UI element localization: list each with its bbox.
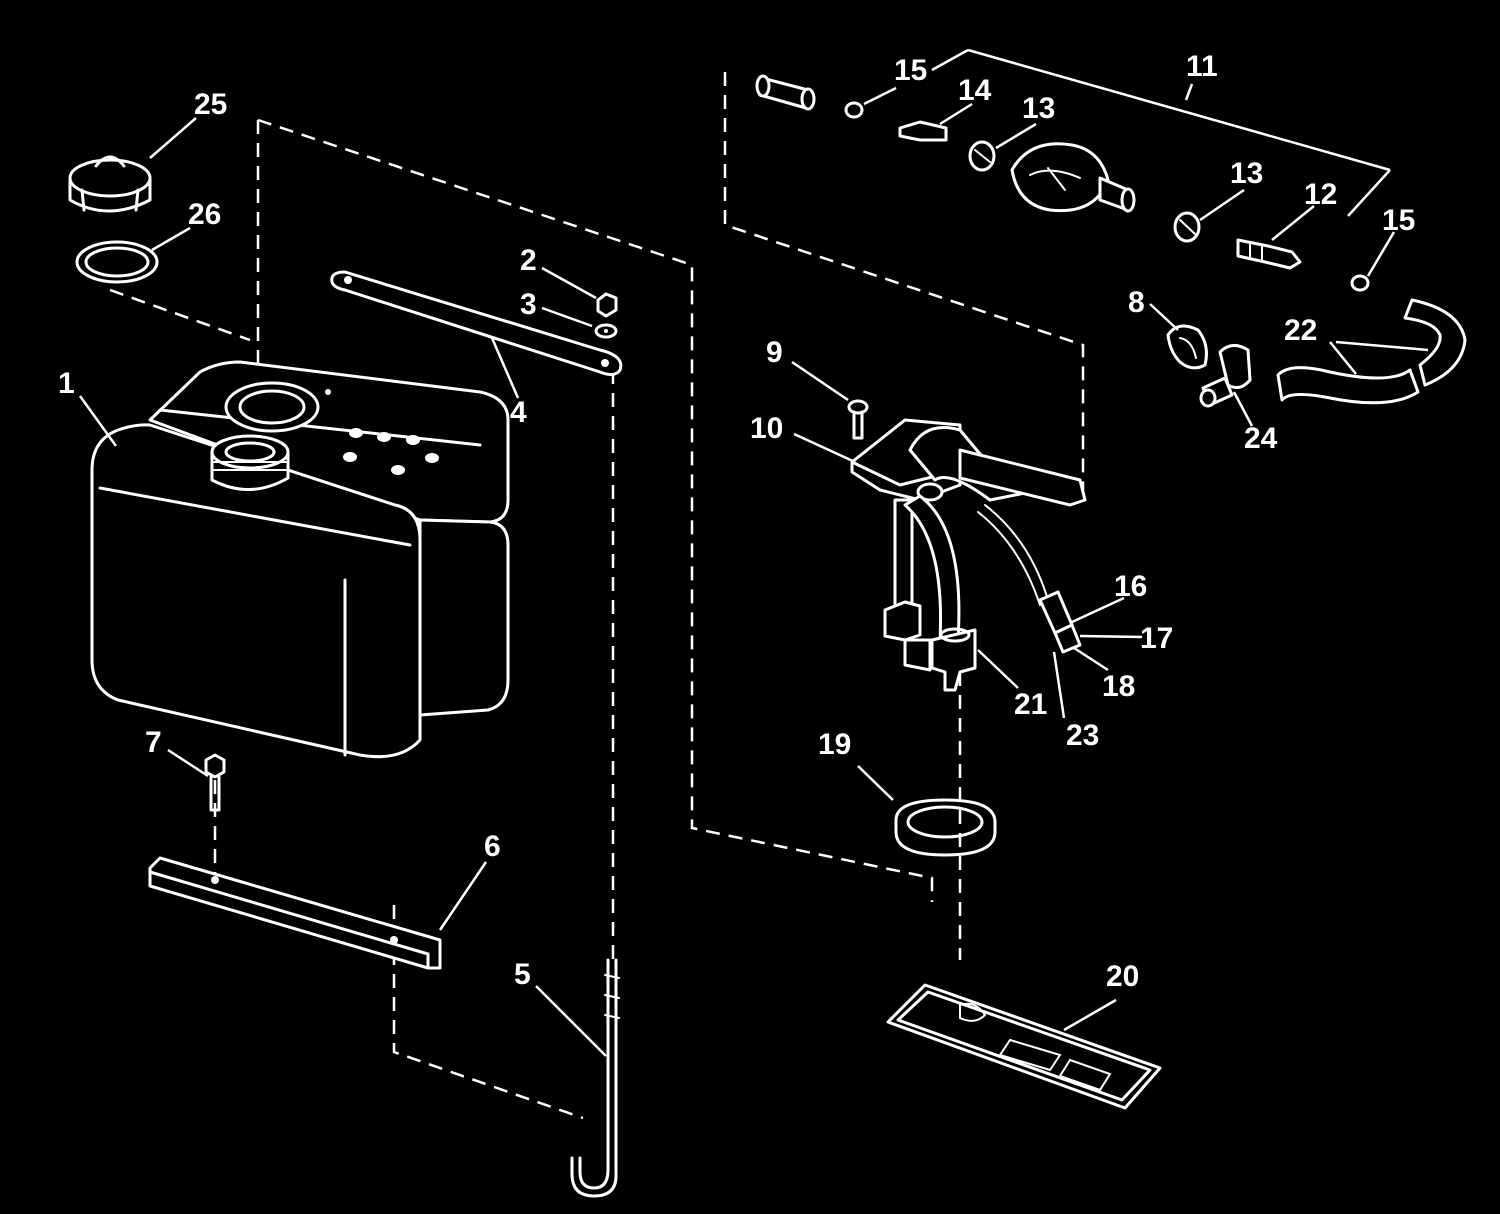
hold-down-strap: [330, 270, 623, 377]
callout-17: 17: [1140, 622, 1173, 655]
hose-clamp: [1166, 324, 1208, 370]
nut-and-washer: [594, 292, 618, 339]
callout-18: 18: [1102, 670, 1135, 703]
cap-gasket: [75, 240, 159, 284]
pickup-screw: [847, 399, 869, 440]
j-bolt: [570, 958, 620, 1198]
filler-cap: [68, 155, 152, 213]
mounting-bracket: [148, 856, 442, 970]
callout-20: 20: [1106, 960, 1139, 993]
callout-13a: 13: [1022, 92, 1055, 125]
fuel-hose: [1276, 298, 1467, 405]
callout-26: 26: [188, 198, 221, 231]
fuel-pickup-assembly: [850, 418, 1087, 692]
callout-6: 6: [484, 830, 501, 863]
callout-21: 21: [1014, 688, 1047, 721]
fuel-tank: [90, 360, 510, 759]
callout-11: 11: [1186, 50, 1218, 83]
callout-14: 14: [958, 74, 992, 107]
callout-3: 3: [520, 288, 537, 321]
callout-4: 4: [510, 396, 527, 429]
pickup-filter-plate: [886, 983, 1162, 1110]
callout-23: 23: [1066, 719, 1099, 752]
leader-lines: [78, 48, 1429, 1057]
callout-15b: 15: [1382, 204, 1415, 237]
callout-8: 8: [1128, 286, 1145, 319]
callout-24: 24: [1244, 422, 1278, 455]
callout-5: 5: [514, 958, 531, 991]
callout-12: 12: [1304, 178, 1337, 211]
callout-2: 2: [520, 244, 537, 277]
callout-22: 22: [1284, 314, 1317, 347]
hose-fitting: [1199, 344, 1252, 408]
callout-9: 9: [766, 336, 783, 369]
callout-10: 10: [750, 412, 783, 445]
pickup-gasket: [894, 798, 997, 857]
callout-13b: 13: [1230, 157, 1263, 190]
callout-labels: 1 2 3 4 5 6 7 8 9 10 11 12 13 13 14 15 1…: [58, 50, 1415, 993]
callout-25: 25: [194, 88, 227, 121]
bracket-bolt: [204, 753, 226, 812]
callout-1: 1: [58, 367, 75, 400]
callout-19: 19: [818, 728, 851, 761]
primer-bulb-assembly: [755, 74, 1370, 292]
callout-7: 7: [145, 726, 162, 759]
callout-15a: 15: [894, 54, 927, 87]
callout-16: 16: [1114, 570, 1147, 603]
